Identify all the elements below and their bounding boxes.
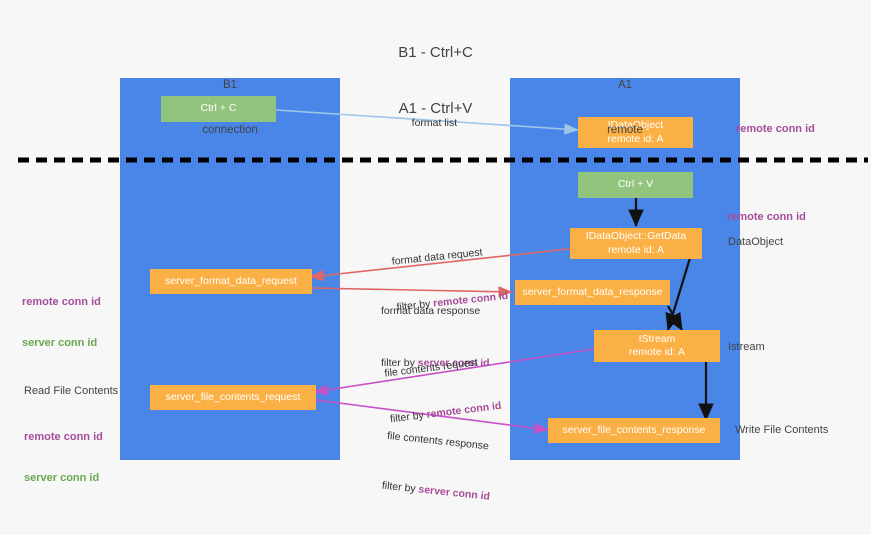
node-server-file-contents-response-label: server_file_contents_response [562,423,706,436]
annotation-right-remote-conn-id-top: remote conn id [736,123,815,135]
node-ctrl-c[interactable]: Ctrl + C [161,96,276,122]
edge-label-format-list-text: format list [411,117,458,130]
edge-label-file-contents-response-line1: file contents response [386,430,490,453]
column-header-a1-title: A1 [617,78,633,91]
edge-label-file-contents-response: file contents response filter by server … [378,399,499,535]
node-server-file-contents-response[interactable]: server_file_contents_response [548,418,720,443]
node-server-format-data-response-label: server_format_data_response [522,285,663,298]
column-header-b1-subtitle: connection [202,123,258,136]
node-idataobject-line1: IDataObject [607,119,664,132]
node-idataobject[interactable]: IDataObject remote id: A [578,117,693,148]
node-server-format-data-response[interactable]: server_format_data_response [515,280,670,305]
node-idataobject-getdata[interactable]: IDataObject::GetData remote id: A [570,228,702,259]
node-server-file-contents-request-label: server_file_contents_request [165,390,301,403]
column-header-a1: A1 remote [510,48,740,168]
edge-label-format-data-request-line1: format data request [391,246,484,269]
edge-label-file-contents-request-line1: file contents request [383,356,479,381]
node-ctrl-v[interactable]: Ctrl + V [578,172,693,198]
annotation-right-remote-conn-id-mid: remote conn id [727,211,806,223]
node-istream-line2: remote id: A [628,346,686,358]
node-istream-line1: IStream [638,332,676,345]
node-server-format-data-request-label: server_format_data_request [165,274,297,287]
column-header-a1-subtitle: remote [607,123,643,136]
annotation-left-server-conn-id-mid: server conn id [22,336,98,349]
node-getdata-line2: remote id: A [607,243,665,256]
edge-label-file-contents-response-line2: filter by server conn id [381,479,491,505]
annotation-right-dataobject: DataObject [728,236,784,248]
edge-label-format-data-response-line1: format data response [381,305,481,318]
node-server-file-contents-request[interactable]: server_file_contents_request [150,385,316,410]
node-istream[interactable]: IStream remote id: A [594,330,720,362]
node-server-format-data-request[interactable]: server_format_data_request [150,269,312,294]
node-ctrl-v-label: Ctrl + V [617,178,654,191]
page-title-line1: B1 - Ctrl+C [398,43,473,61]
annotation-left-conn-ids-mid: remote conn id server conn id [22,268,101,378]
edge-label-file-contents-response-prefix: filter by [381,479,420,496]
annotation-left-conn-ids-bottom: remote conn id server conn id [24,403,103,513]
node-getdata-line1: IDataObject::GetData [585,230,687,243]
diagram-canvas: B1 - Ctrl+C A1 - Ctrl+V B1 connection A1… [18,43,868,503]
edge-label-file-contents-response-key: server conn id [417,483,491,503]
annotation-left-remote-conn-id-bottom: remote conn id [24,430,103,443]
node-ctrl-c-label: Ctrl + C [200,102,237,115]
node-idataobject-line2: remote id: A [607,132,664,145]
annotation-right-write-file-contents: Write File Contents [735,424,829,436]
annotation-left-read-file-contents: Read File Contents [24,385,119,397]
annotation-left-server-conn-id-bottom: server conn id [24,471,100,484]
annotation-right-istream: Istream [728,341,765,353]
column-header-b1-title: B1 [222,78,238,91]
annotation-left-remote-conn-id-mid: remote conn id [22,295,101,308]
edge-label-format-list: format list [400,101,458,147]
column-header-b1: B1 connection [120,48,340,168]
